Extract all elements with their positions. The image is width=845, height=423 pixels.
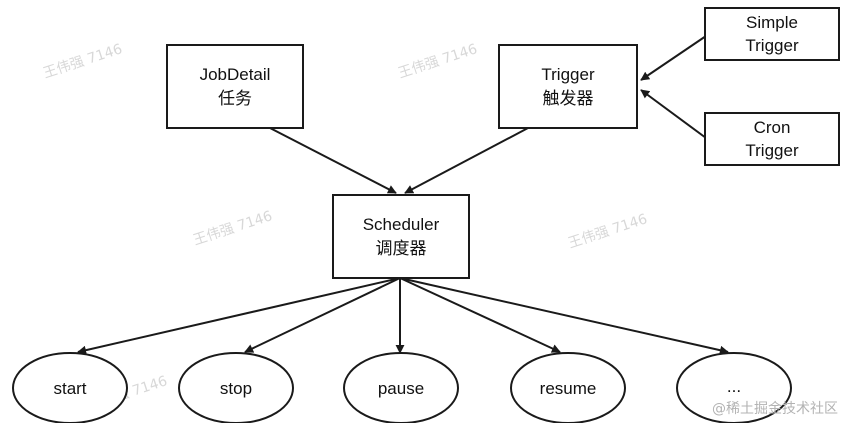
edge-scheduler-to-stop — [244, 277, 401, 353]
node-cron-trigger-line1: Cron — [754, 118, 791, 137]
edge-trigger-to-scheduler — [404, 127, 529, 194]
node-jobdetail: JobDetail 任务 — [166, 44, 304, 129]
edges — [77, 35, 729, 355]
action-pause-ellipse — [343, 352, 459, 423]
node-trigger-line2: 触发器 — [543, 89, 594, 108]
node-trigger-line1: Trigger — [541, 65, 595, 84]
node-jobdetail-line1: JobDetail — [200, 65, 271, 84]
node-cron-trigger-line2: Trigger — [745, 141, 799, 160]
edge-jobdetail-to-scheduler — [269, 127, 397, 194]
node-simple-trigger-box — [704, 7, 840, 61]
watermark: 王伟强 7146 — [41, 41, 124, 82]
action-resume: resume — [510, 352, 626, 423]
action-pause: pause — [343, 352, 459, 423]
node-simple-trigger-line1: Simple — [746, 13, 798, 32]
node-cron-trigger: Cron Trigger — [704, 112, 840, 166]
action-more-label: ... — [727, 377, 741, 396]
edge-cron-to-trigger — [640, 89, 707, 139]
action-stop-label: stop — [220, 379, 252, 398]
edge-simple-to-trigger — [640, 35, 707, 81]
edge-scheduler-to-start — [77, 277, 401, 355]
watermark: 王伟强 7146 — [396, 41, 479, 82]
credit-label: @稀土掘金技术社区 — [712, 401, 838, 417]
node-jobdetail-line2: 任务 — [218, 89, 252, 108]
node-scheduler-box — [332, 194, 470, 279]
node-scheduler-line1: Scheduler — [363, 215, 440, 234]
node-trigger-box — [498, 44, 638, 129]
watermark: 王伟强 7146 — [191, 208, 274, 249]
node-scheduler-line2: 调度器 — [376, 239, 427, 258]
edge-scheduler-to-resume — [399, 277, 561, 353]
action-more-ellipse — [676, 352, 792, 423]
action-start-label: start — [53, 379, 86, 398]
node-simple-trigger-line2: Trigger — [745, 36, 799, 55]
node-scheduler: Scheduler 调度器 — [332, 194, 470, 279]
action-ellipses: start stop pause resume ... — [12, 352, 792, 423]
action-stop: stop — [178, 352, 294, 423]
edge-scheduler-to-more — [399, 277, 729, 355]
action-resume-label: resume — [540, 379, 597, 398]
action-stop-ellipse — [178, 352, 294, 423]
action-start: start — [12, 352, 128, 423]
action-more: ... — [676, 352, 792, 423]
node-simple-trigger: Simple Trigger — [704, 7, 840, 61]
node-jobdetail-box — [166, 44, 304, 129]
node-trigger: Trigger 触发器 — [498, 44, 638, 129]
node-cron-trigger-box — [704, 112, 840, 166]
action-pause-label: pause — [378, 379, 424, 398]
watermark: 王伟强 7146 — [566, 211, 649, 252]
action-resume-ellipse — [510, 352, 626, 423]
action-start-ellipse — [12, 352, 128, 423]
